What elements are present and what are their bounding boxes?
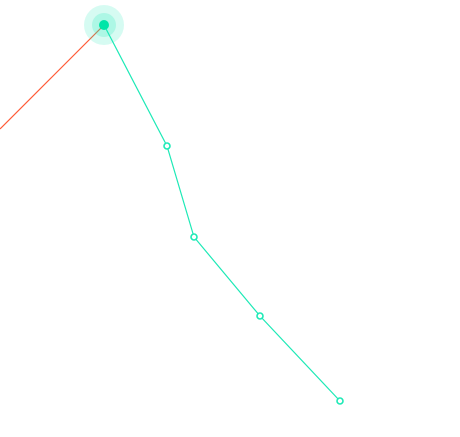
secondary-path-line[interactable] [0,24,105,130]
vertex-handle[interactable] [190,233,198,241]
vertex-handle[interactable] [256,312,264,320]
active-vertex-handle[interactable] [99,20,109,30]
active-path-line[interactable] [103,24,341,402]
vertex-handle[interactable] [336,397,344,405]
vertex-handles [163,142,344,405]
vertex-handle[interactable] [163,142,171,150]
